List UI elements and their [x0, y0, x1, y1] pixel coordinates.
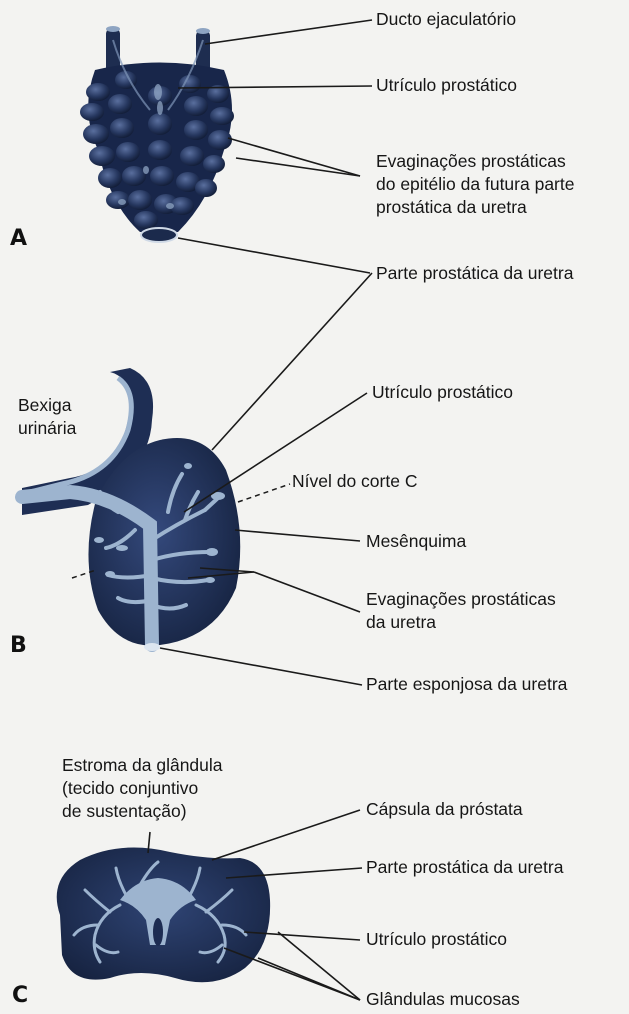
label-capsula: Cápsula da próstata	[366, 798, 523, 821]
label-nivel-corte: Nível do corte C	[292, 470, 417, 493]
label-bexiga: Bexiga urinária	[18, 394, 76, 440]
label-evaginacoes-a: Evaginações prostáticas do epitélio da f…	[376, 150, 574, 219]
label-parte-prostatica-a: Parte prostática da uretra	[376, 262, 573, 285]
label-evaginacoes-b: Evaginações prostáticas da uretra	[366, 588, 556, 634]
label-estroma: Estroma da glândula (tecido conjuntivo d…	[62, 754, 223, 823]
panel-letter-c: C	[12, 983, 28, 1008]
label-glandulas-mucosas: Glândulas mucosas	[366, 988, 520, 1011]
label-mesenquima: Mesênquima	[366, 530, 466, 553]
panel-letter-b: B	[10, 633, 27, 658]
label-utriculo-a: Utrículo prostático	[376, 74, 517, 97]
panel-c-drawing	[57, 848, 270, 983]
label-parte-esponjosa: Parte esponjosa da uretra	[366, 673, 567, 696]
label-parte-prostatica-c: Parte prostática da uretra	[366, 856, 563, 879]
label-utriculo-c: Utrículo prostático	[366, 928, 507, 951]
label-ducto-ejaculatorio: Ducto ejaculatório	[376, 8, 516, 31]
panel-a-drawing	[80, 26, 234, 242]
label-utriculo-b: Utrículo prostático	[372, 381, 513, 404]
panel-letter-a: A	[10, 226, 27, 251]
